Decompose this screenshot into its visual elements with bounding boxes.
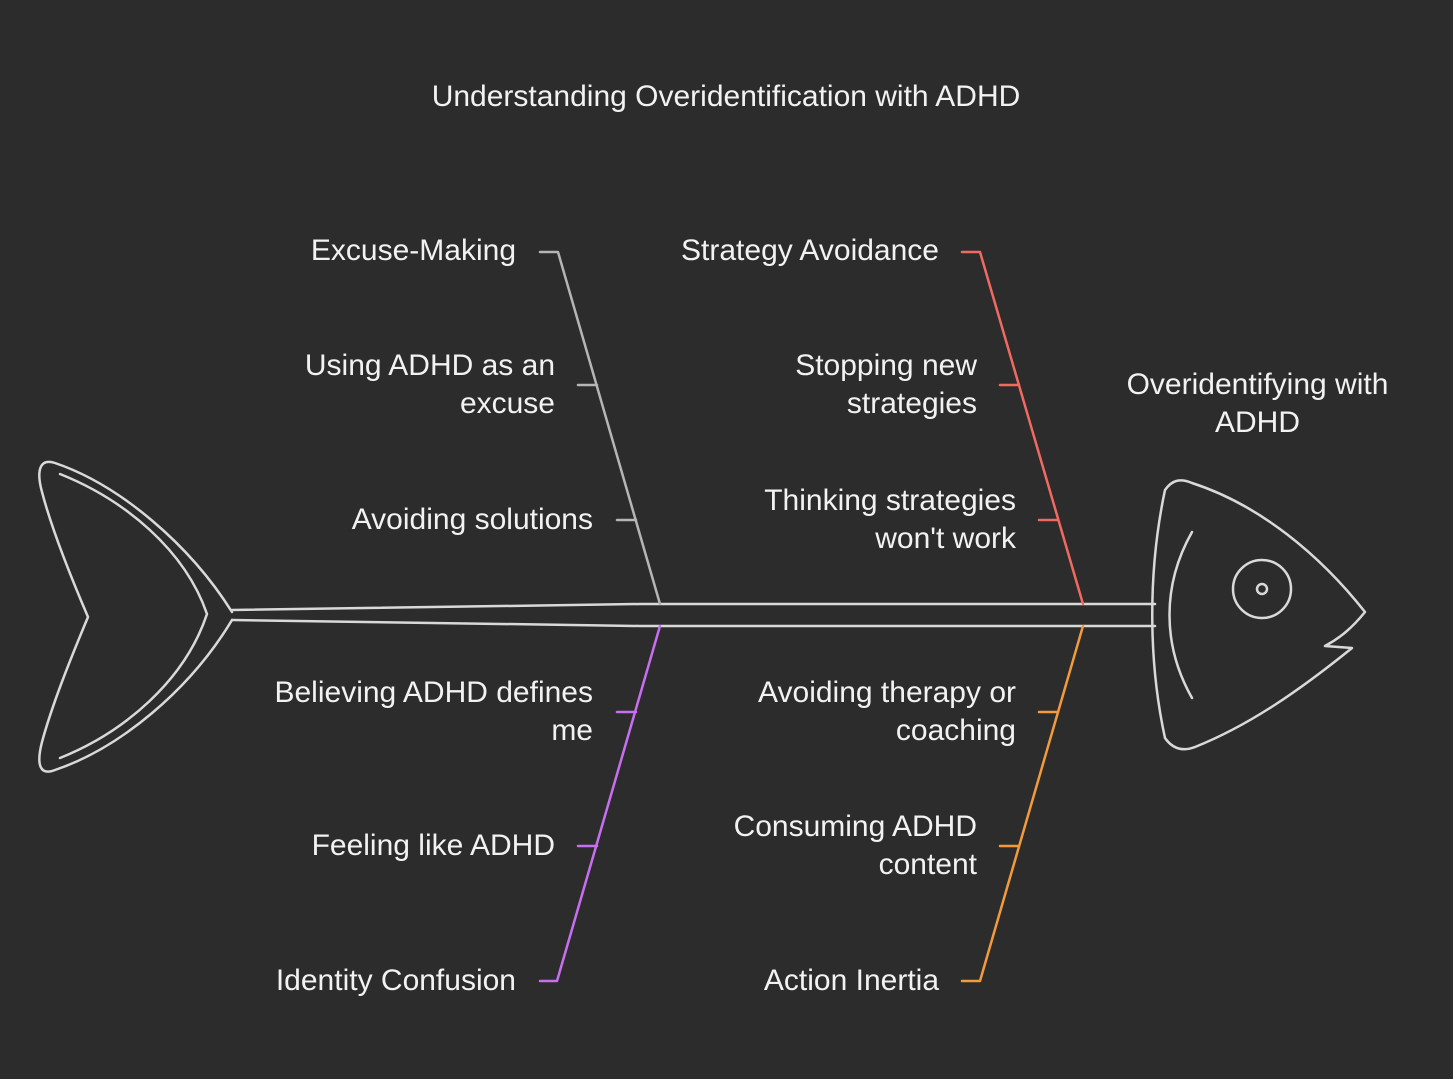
fish-tail-inner (58, 472, 209, 760)
cause-believing-adhd-defines: Believing ADHD defines me (274, 676, 593, 747)
cause-feeling-like-adhd: Feeling like ADHD (311, 829, 555, 862)
fish-spine-top (230, 602, 1157, 612)
cause-avoiding-therapy: Avoiding therapy or coaching (758, 676, 1016, 747)
bone-excuse-making (538, 250, 662, 606)
bone-action-inertia (960, 624, 1085, 983)
bone-identity-confusion (538, 624, 662, 983)
fish-tail-outer (38, 460, 234, 773)
fish-head-outline (1151, 479, 1367, 751)
cause-avoiding-solutions: Avoiding solutions (351, 503, 593, 536)
diagram-title: Understanding Overidentification with AD… (431, 80, 1021, 113)
fish-spine-bottom (230, 618, 1157, 628)
cause-stopping-new-strategies: Stopping new strategies (795, 349, 977, 420)
category-action-inertia: Action Inertia (763, 964, 939, 997)
fish-pupil (1255, 582, 1269, 596)
category-identity-confusion: Identity Confusion (275, 964, 516, 997)
effect-label: Overidentifying with ADHD (1126, 368, 1389, 439)
bone-strategy-avoidance (960, 250, 1085, 606)
category-excuse-making: Excuse-Making (310, 234, 516, 267)
cause-thinking-strategies: Thinking strategies won't work (764, 484, 1016, 555)
cause-consuming-adhd-content: Consuming ADHD content (733, 810, 977, 881)
cause-using-adhd-excuse: Using ADHD as an excuse (304, 349, 555, 420)
category-strategy-avoidance: Strategy Avoidance (681, 234, 939, 267)
fish-gill (1168, 530, 1194, 700)
fish-eye (1231, 558, 1293, 620)
